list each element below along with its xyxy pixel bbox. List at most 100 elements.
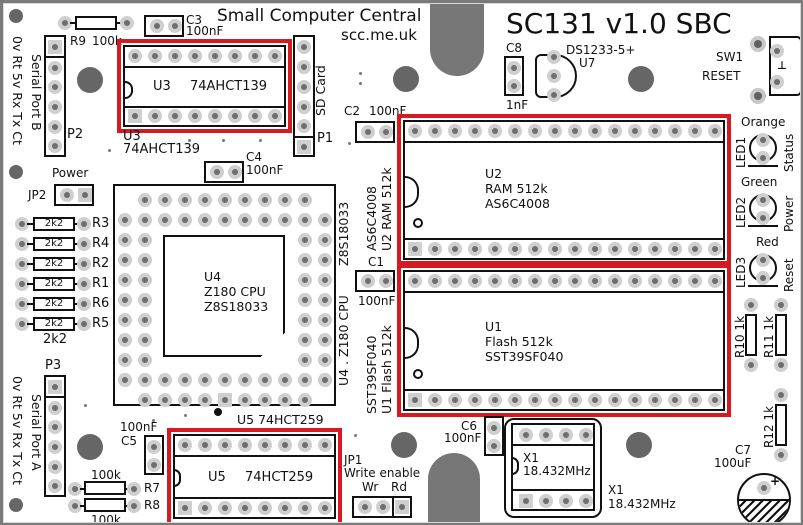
brand-name: Small Computer Central bbox=[217, 6, 422, 26]
socket-pin-pad bbox=[318, 333, 332, 347]
chip-pin-pad bbox=[448, 393, 462, 407]
mounting-hole bbox=[9, 498, 23, 512]
capacitor-c2[interactable] bbox=[355, 121, 395, 143]
crystal-x1[interactable]: X1 18.432MHz bbox=[511, 423, 595, 511]
rnet-value: 2k2 bbox=[43, 332, 68, 347]
chip-u2[interactable]: U2 RAM 512k AS6C4008 bbox=[403, 120, 725, 260]
jumper-jp1[interactable] bbox=[352, 496, 412, 518]
sw1-name: RESET bbox=[702, 69, 741, 83]
mounting-hole bbox=[391, 432, 417, 458]
resistor-r4[interactable]: 2k2 bbox=[33, 237, 75, 251]
capacitor-c5[interactable] bbox=[144, 435, 164, 475]
chip-pin-pad bbox=[268, 109, 282, 123]
resistor-r8[interactable] bbox=[84, 498, 126, 512]
r10-label: R10 1k bbox=[733, 316, 747, 358]
socket-pin-pad bbox=[318, 213, 332, 227]
chip-pin-pad bbox=[668, 393, 682, 407]
connector-p2[interactable] bbox=[44, 35, 66, 157]
reset-switch[interactable] bbox=[769, 36, 800, 96]
socket-pin-pad bbox=[318, 233, 332, 247]
socket-pin-pad bbox=[318, 253, 332, 267]
resistor-r3[interactable]: 2k2 bbox=[33, 217, 75, 231]
led-function: Power bbox=[782, 195, 796, 232]
chip-pin-pad bbox=[548, 393, 562, 407]
u5-part: 74HCT259 bbox=[245, 470, 314, 485]
chip-pin-pad bbox=[198, 438, 212, 452]
connector-p2-ref: P2 bbox=[67, 127, 84, 142]
chip-pin-pad bbox=[688, 393, 702, 407]
chip-pin-pad bbox=[528, 274, 542, 288]
serial-b-pin-labels: 0v Rt 5v Rx Tx Ct bbox=[10, 36, 25, 145]
socket-pin-pad bbox=[278, 193, 292, 207]
resistor-pad bbox=[77, 217, 91, 231]
socket-pin-pad bbox=[138, 293, 152, 307]
resistor-r12[interactable] bbox=[775, 404, 787, 446]
socket-pin-pad bbox=[298, 393, 312, 407]
chip-pin-pad bbox=[468, 242, 482, 256]
chip-pin-pad bbox=[218, 438, 232, 452]
resistor-r10[interactable] bbox=[745, 314, 757, 356]
socket-pin-pad bbox=[178, 213, 192, 227]
socket-pin-pad bbox=[258, 193, 272, 207]
jumper-jp2[interactable] bbox=[54, 184, 94, 206]
capacitor-c7[interactable] bbox=[737, 473, 791, 522]
capacitor-c1[interactable] bbox=[355, 270, 395, 292]
chip-pin-pad bbox=[668, 274, 682, 288]
mounting-hole bbox=[77, 434, 103, 460]
socket-pin-pad bbox=[138, 373, 152, 387]
chip-pin-pad bbox=[208, 49, 222, 63]
chip-pin-pad bbox=[648, 393, 662, 407]
r9-ref: R9 bbox=[70, 34, 86, 48]
u7-part: DS1233-5+ bbox=[566, 43, 636, 57]
chip-pin-pad bbox=[548, 124, 562, 138]
chip-pin-pad bbox=[168, 49, 182, 63]
socket-pin-pad bbox=[118, 273, 132, 287]
chip-u3[interactable]: U3 74AHCT139 bbox=[123, 45, 286, 127]
resistor-r2[interactable]: 2k2 bbox=[33, 257, 75, 271]
sd-card-label: SD Card bbox=[313, 65, 328, 116]
resistor-r11[interactable] bbox=[775, 314, 787, 356]
chip-pin-pad bbox=[408, 274, 422, 288]
capacitor-c4[interactable] bbox=[204, 161, 244, 183]
chip-pin-pad bbox=[298, 501, 312, 515]
resistor-r9[interactable] bbox=[75, 16, 117, 30]
c7-value: 100uF bbox=[714, 456, 752, 470]
board-title: SC131 v1.0 SBC bbox=[506, 7, 732, 40]
capacitor-c3[interactable] bbox=[144, 15, 184, 37]
c3-value: 100nF bbox=[186, 24, 224, 38]
led-color-label: Green bbox=[741, 175, 778, 189]
chip-pin-pad bbox=[628, 124, 642, 138]
chip-u4[interactable]: U4 Z180 CPU Z8S18033 bbox=[113, 184, 336, 407]
led-pad bbox=[756, 133, 770, 147]
chip-pin-pad bbox=[608, 393, 622, 407]
chip-u5[interactable]: U5 74HCT259 bbox=[173, 434, 336, 519]
connector-p3[interactable] bbox=[44, 375, 66, 497]
chip-pin-pad bbox=[608, 274, 622, 288]
chip-pin-pad bbox=[248, 109, 262, 123]
resistor-r7[interactable] bbox=[84, 481, 126, 495]
serial-a-label: Serial Port A bbox=[29, 394, 44, 471]
chip-pin-pad bbox=[408, 124, 422, 138]
chip-pin-pad bbox=[188, 109, 202, 123]
chip-pin-pad bbox=[568, 242, 582, 256]
resistor-ref: R1 bbox=[92, 276, 110, 291]
u4-part: Z8S18033 bbox=[204, 299, 269, 314]
u2-ref: U2 bbox=[485, 166, 503, 181]
socket-pin-pad bbox=[258, 213, 272, 227]
u4-desc: Z180 CPU bbox=[204, 284, 266, 299]
resistor-r1[interactable]: 2k2 bbox=[33, 277, 75, 291]
chip-pin-pad bbox=[628, 274, 642, 288]
capacitor-c6[interactable] bbox=[484, 416, 504, 456]
x1-freq: 18.432MHz bbox=[523, 464, 591, 478]
resistor-pad bbox=[77, 257, 91, 271]
capacitor-c8[interactable] bbox=[504, 56, 524, 96]
connector-p1-ref: P1 bbox=[317, 131, 334, 146]
mounting-hole bbox=[77, 67, 103, 93]
r7-value: 100k bbox=[91, 468, 121, 482]
resistor-r5[interactable]: 2k2 bbox=[33, 317, 75, 331]
switch-symbol-icon: ⊥ bbox=[777, 59, 788, 72]
chip-u1[interactable]: U1 Flash 512k SST39SF040 bbox=[403, 270, 725, 411]
resistor-r6[interactable]: 2k2 bbox=[33, 297, 75, 311]
r9-pad bbox=[58, 16, 72, 30]
connector-p1[interactable] bbox=[293, 35, 315, 157]
